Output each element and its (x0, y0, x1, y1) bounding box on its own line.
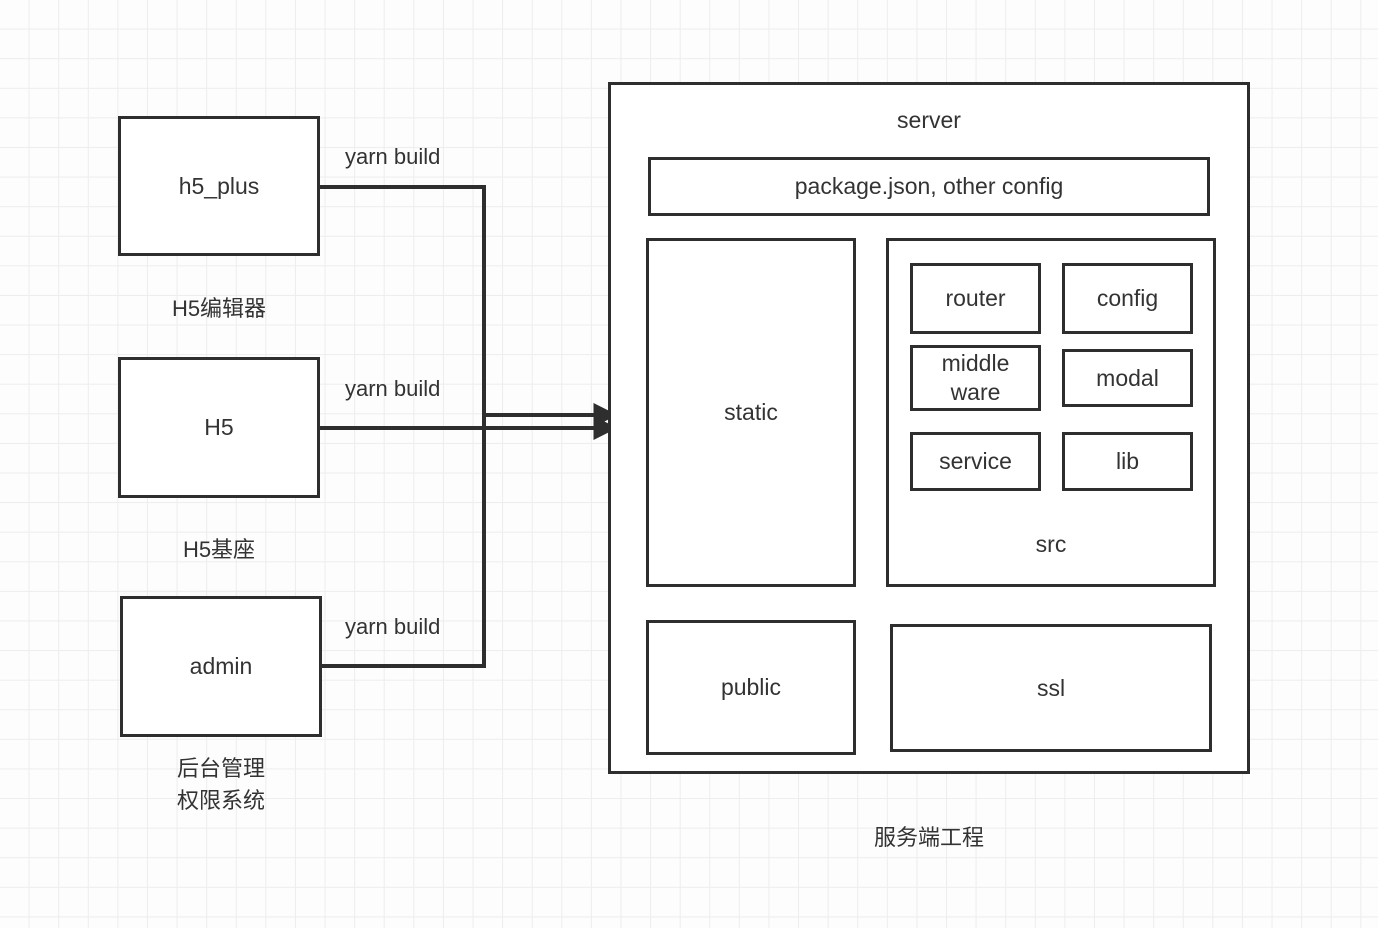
src-child-modal[interactable]: modal (1062, 349, 1193, 407)
node-h5[interactable]: H5 (118, 357, 320, 498)
package-config-box[interactable]: package.json, other config (648, 157, 1210, 216)
node-h5-label: H5 (204, 414, 234, 441)
edge-label-h5: yarn build (345, 376, 441, 401)
public-box[interactable]: public (646, 620, 856, 755)
src-child-router-label: router (945, 285, 1006, 312)
ssl-label: ssl (1036, 674, 1066, 701)
src-child-lib[interactable]: lib (1062, 432, 1193, 491)
src-child-middleware[interactable]: middle ware (910, 345, 1041, 411)
server-title: server (897, 107, 961, 133)
public-label: public (720, 674, 782, 701)
src-child-lib-label: lib (1115, 448, 1139, 475)
caption-server: 服务端工程 (873, 825, 984, 850)
ssl-box[interactable]: ssl (890, 624, 1212, 752)
src-child-config-label: config (1096, 285, 1159, 312)
edge-label-admin: yarn build (345, 614, 441, 639)
node-h5-plus[interactable]: h5_plus (118, 116, 320, 256)
package-config-label: package.json, other config (794, 173, 1064, 200)
node-admin[interactable]: admin (120, 596, 322, 737)
static-label: static (724, 399, 778, 426)
src-child-modal-label: modal (1096, 364, 1159, 391)
caption-h5-plus: H5编辑器 (171, 296, 267, 321)
caption-admin: 后台管理 权限系统 (176, 756, 265, 813)
src-child-router[interactable]: router (910, 263, 1041, 334)
node-admin-label: admin (189, 653, 253, 680)
src-child-config[interactable]: config (1062, 263, 1193, 334)
node-h5-plus-label: h5_plus (178, 172, 260, 199)
src-child-service-label: service (939, 448, 1012, 475)
src-child-service[interactable]: service (910, 432, 1041, 491)
edge-label-h5-plus: yarn build (345, 144, 441, 169)
src-label: src (1035, 531, 1067, 557)
src-child-middleware-label: middle ware (941, 350, 1010, 405)
caption-h5: H5基座 (182, 537, 256, 562)
static-box[interactable]: static (646, 238, 856, 587)
